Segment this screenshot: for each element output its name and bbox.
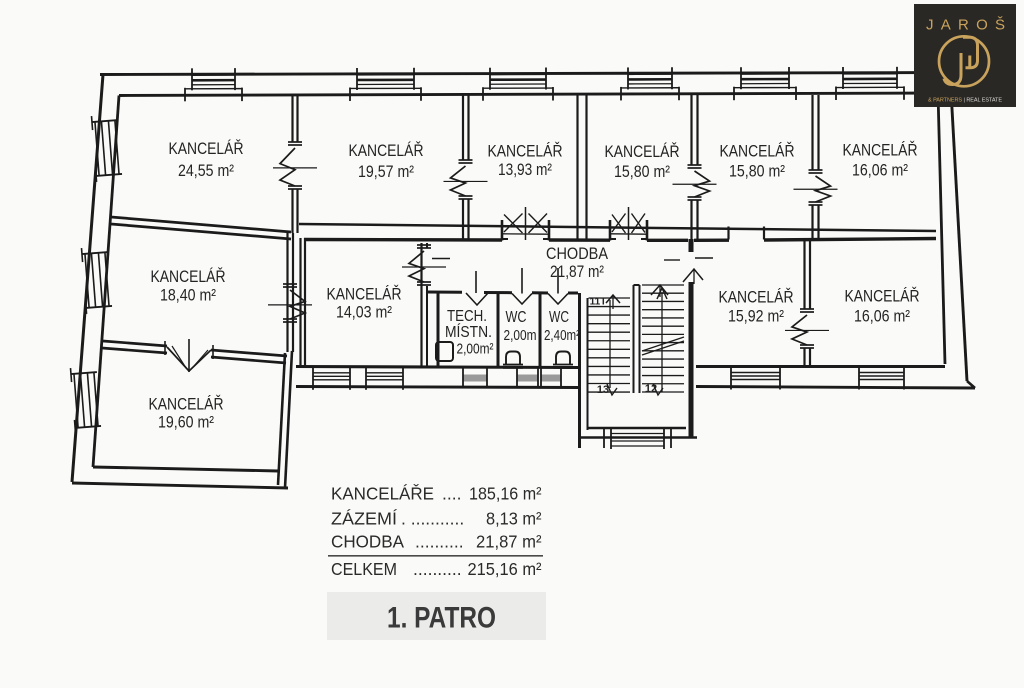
svg-text:& PARTNERS | REAL ESTATE: & PARTNERS | REAL ESTATE	[928, 98, 1002, 104]
svg-text:KANCELÁŘE: KANCELÁŘE	[331, 483, 434, 503]
svg-text:15,80 m²: 15,80 m²	[729, 163, 785, 181]
svg-text:KANCELÁŘ: KANCELÁŘ	[720, 142, 795, 161]
svg-text:2,40m²: 2,40m²	[544, 328, 580, 344]
svg-text:KANCELÁŘ: KANCELÁŘ	[605, 142, 680, 161]
svg-text:WC: WC	[549, 309, 569, 326]
svg-text:2,00m: 2,00m	[504, 328, 537, 344]
svg-text:2,00m²: 2,00m²	[457, 341, 494, 358]
svg-text:16,06 m²: 16,06 m²	[852, 162, 908, 180]
svg-text:KANCELÁŘ: KANCELÁŘ	[845, 287, 920, 306]
svg-text:....: ....	[442, 483, 461, 503]
svg-text:KANCELÁŘ: KANCELÁŘ	[488, 142, 563, 161]
svg-text:KANCELÁŘ: KANCELÁŘ	[327, 285, 402, 304]
svg-text:ZÁZEMÍ: ZÁZEMÍ	[331, 509, 397, 529]
svg-text:13,93 m²: 13,93 m²	[498, 161, 552, 179]
svg-text:CELKEM: CELKEM	[331, 559, 397, 579]
svg-text:CHODBA: CHODBA	[331, 531, 404, 551]
svg-text:15,92 m²: 15,92 m²	[728, 308, 784, 326]
svg-text:18,40 m²: 18,40 m²	[160, 287, 216, 305]
svg-text:19,57 m²: 19,57 m²	[358, 163, 414, 181]
svg-text:KANCELÁŘ: KANCELÁŘ	[169, 139, 244, 158]
svg-text:..........: ..........	[413, 559, 462, 579]
svg-text:MÍSTN.: MÍSTN.	[445, 324, 492, 341]
svg-text:15,80 m²: 15,80 m²	[614, 163, 670, 181]
svg-text:KANCELÁŘ: KANCELÁŘ	[349, 141, 424, 160]
svg-text:. ...........: . ...........	[401, 509, 464, 529]
svg-text:8,13 m²: 8,13 m²	[486, 509, 542, 529]
svg-text:KANCELÁŘ: KANCELÁŘ	[719, 288, 794, 307]
svg-text:21,87 m²: 21,87 m²	[476, 531, 542, 551]
svg-text:1. PATRO: 1. PATRO	[387, 602, 496, 635]
svg-text:16,06 m²: 16,06 m²	[854, 308, 910, 326]
svg-text:215,16 m²: 215,16 m²	[468, 559, 542, 579]
svg-text:11T: 11T	[590, 297, 607, 308]
svg-text:WC: WC	[506, 309, 527, 326]
svg-text:..........: ..........	[415, 531, 464, 551]
svg-text:19,60 m²: 19,60 m²	[158, 414, 214, 432]
svg-text:KANCELÁŘ: KANCELÁŘ	[843, 141, 918, 160]
svg-text:KANCELÁŘ: KANCELÁŘ	[149, 395, 224, 414]
svg-text:24,55 m²: 24,55 m²	[178, 162, 234, 180]
svg-text:14,03 m²: 14,03 m²	[336, 304, 392, 322]
svg-text:TECH.: TECH.	[447, 308, 487, 325]
svg-text:185,16 m²: 185,16 m²	[469, 483, 542, 503]
svg-text:KANCELÁŘ: KANCELÁŘ	[151, 267, 226, 286]
svg-text:CHODBA: CHODBA	[546, 245, 608, 263]
svg-text:21,87 m²: 21,87 m²	[550, 263, 604, 281]
